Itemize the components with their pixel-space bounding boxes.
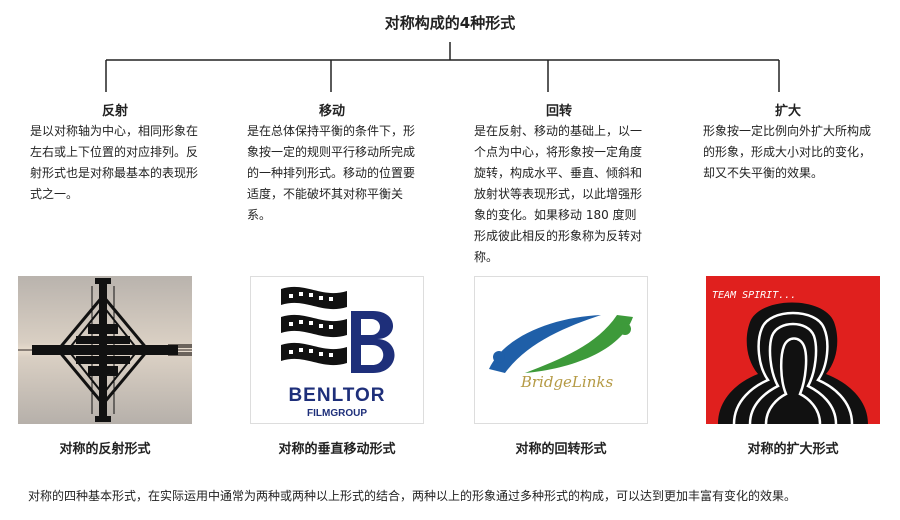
form-text-rotate: 是在反射、移动的基础上，以一个点为中心，将形象按一定角度旋转，构成水平、垂直、倾… xyxy=(474,124,643,264)
reflection-photo xyxy=(18,276,192,424)
benltor-logo: BENLTOR FILMGROUP xyxy=(250,276,424,424)
form-heading-reflect: 反射 xyxy=(101,104,128,119)
bridgelinks-wordmark: BridgeLinks xyxy=(520,373,614,391)
benltor-name: BENLTOR xyxy=(288,385,385,406)
form-column-move: 移动 是在总体保持平衡的条件下，形象按一定的规则平行移动所完成的一种排列形式。移… xyxy=(247,100,417,226)
form-heading-enlarge: 扩大 xyxy=(774,104,801,119)
form-text-move: 是在总体保持平衡的条件下，形象按一定的规则平行移动所完成的一种排列形式。移动的位… xyxy=(247,124,416,222)
form-text-reflect: 是以对称轴为中心，相同形象在左右或上下位置的对应排列。反射形式也是对称最基本的表… xyxy=(30,124,199,201)
poster-text: TEAM SPIRIT... xyxy=(712,290,796,301)
form-column-reflect: 反射 是以对称轴为中心，相同形象在左右或上下位置的对应排列。反射形式也是对称最基… xyxy=(30,100,200,205)
form-heading-move: 移动 xyxy=(318,104,345,119)
form-heading-rotate: 回转 xyxy=(545,104,572,119)
team-spirit-poster: TEAM SPIRIT... xyxy=(706,276,880,424)
tree-connector-lines xyxy=(105,42,780,92)
caption-move: 对称的垂直移动形式 xyxy=(278,442,396,457)
diagram-title: 对称构成的4种形式 xyxy=(384,14,516,32)
caption-enlarge: 对称的扩大形式 xyxy=(747,442,839,457)
caption-reflect: 对称的反射形式 xyxy=(59,442,151,457)
form-column-enlarge: 扩大 形象按一定比例向外扩大所构成的形象，形成大小对比的变化，却又不失平衡的效果… xyxy=(703,100,873,184)
form-column-rotate: 回转 是在反射、移动的基础上，以一个点为中心，将形象按一定角度旋转，构成水平、垂… xyxy=(474,100,644,268)
bridgelinks-logo: BridgeLinks xyxy=(474,276,648,424)
benltor-sub: FILMGROUP xyxy=(307,408,367,419)
form-text-enlarge: 形象按一定比例向外扩大所构成的形象，形成大小对比的变化，却又不失平衡的效果。 xyxy=(703,124,872,180)
caption-rotate: 对称的回转形式 xyxy=(515,442,607,457)
footer-note: 对称的四种基本形式，在实际运用中通常为两种或两种以上形式的结合，两种以上的形象通… xyxy=(28,489,797,503)
